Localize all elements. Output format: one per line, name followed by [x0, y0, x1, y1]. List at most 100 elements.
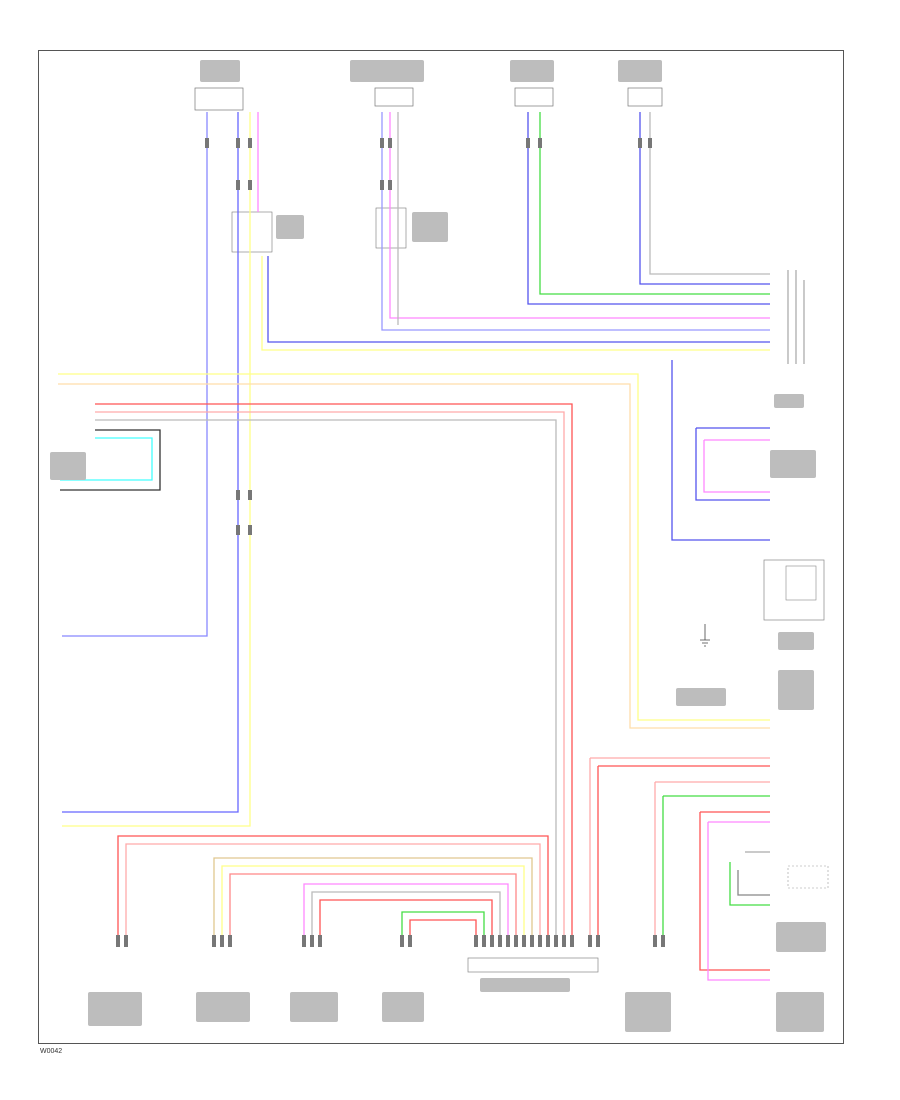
pin: [248, 490, 252, 500]
right-label-4: [778, 670, 814, 710]
pin: [661, 935, 665, 947]
ground-bars: [700, 639, 710, 647]
pin: [388, 180, 392, 190]
pin: [482, 935, 486, 947]
pin: [596, 935, 600, 947]
pin: [498, 935, 502, 947]
top-label-2: [350, 60, 424, 82]
pin: [522, 935, 526, 947]
pin: [124, 935, 128, 947]
wire-gray-small-2: [737, 870, 770, 896]
pin: [236, 138, 240, 148]
wire-red-bottom-bus-3: [319, 899, 493, 940]
wire-red-bottom-bus: [117, 835, 549, 940]
pin: [380, 180, 384, 190]
wire-tan-bottom-bus: [213, 857, 533, 940]
diagram-code: W0042: [40, 1048, 63, 1055]
wire-cyan-left-block: [60, 437, 153, 481]
junction-box-2: [375, 207, 407, 249]
pin: [302, 935, 306, 947]
pin: [588, 935, 592, 947]
wire-red-bottom-bus-2: [229, 873, 517, 940]
bottom-label-4: [382, 992, 424, 1022]
pin: [220, 935, 224, 947]
wire-blue-group4: [639, 112, 770, 285]
pin: [653, 935, 657, 947]
bottom-pin-markers: [116, 935, 665, 947]
pin: [248, 525, 252, 535]
illegible-label-blocks: [50, 60, 826, 1032]
pin: [380, 138, 384, 148]
wire-blue-left-bottom: [62, 112, 239, 813]
wire-yellow-long: [58, 373, 770, 721]
pin: [514, 935, 518, 947]
junction-label-1: [276, 215, 304, 239]
pin: [538, 138, 542, 148]
pin: [408, 935, 412, 947]
right-label-5: [676, 688, 726, 706]
wire-red-long: [95, 403, 573, 940]
pin: [236, 490, 240, 500]
pin: [205, 138, 209, 148]
wire-gray-bottom-bus: [311, 891, 501, 940]
pin: [400, 935, 404, 947]
pin-markers: [205, 138, 652, 535]
wire-pink-right-b: [703, 440, 770, 493]
pin: [506, 935, 510, 947]
wire-blue-right-b: [695, 428, 770, 501]
bottom-label-6: [625, 992, 671, 1032]
wire-black-left-block: [60, 429, 161, 491]
top-label-4: [618, 60, 662, 82]
wire-blue-right: [267, 256, 770, 343]
wires: [58, 112, 770, 981]
pin: [490, 935, 494, 947]
bottom-label-2: [196, 992, 250, 1022]
wire-yellow-bottom: [62, 112, 251, 827]
pin: [546, 935, 550, 947]
right-label-7: [776, 992, 824, 1032]
bottom-label-1: [88, 992, 142, 1026]
wire-blue-right-vertical: [671, 360, 770, 541]
module-box: [763, 559, 825, 621]
top-label-1: [200, 60, 240, 82]
pin: [116, 935, 120, 947]
right-label-3: [778, 632, 814, 650]
wire-blue-group3: [527, 112, 770, 305]
pin: [648, 138, 652, 148]
bottom-label-5: [480, 978, 570, 992]
junction-box-1: [231, 211, 273, 253]
module-inner: [785, 565, 817, 601]
bottom-connector-strip: [467, 957, 599, 973]
top-label-3: [510, 60, 554, 82]
pin: [526, 138, 530, 148]
top-connector-1: [194, 87, 244, 111]
wire-green-group3: [539, 112, 770, 295]
wire-gray-long: [95, 419, 557, 940]
pin: [212, 935, 216, 947]
junction-label-2: [412, 212, 448, 242]
wire-red-lower-far: [699, 812, 770, 971]
wire-green-small: [729, 862, 770, 906]
top-connector-4: [627, 87, 663, 107]
pin: [228, 935, 232, 947]
pin: [530, 935, 534, 947]
wire-pink-lower-far: [707, 822, 770, 981]
pin: [310, 935, 314, 947]
diagram-frame: [38, 50, 844, 1044]
pin: [248, 138, 252, 148]
ground-symbol: [700, 624, 710, 647]
wire-pink-bottom-bus: [303, 883, 509, 940]
pin: [236, 525, 240, 535]
top-connector-3: [514, 87, 554, 107]
wire-green-bottom-bus: [401, 911, 485, 940]
wire-yellow-right: [261, 256, 770, 351]
pin: [570, 935, 574, 947]
wire-lightred-long: [95, 411, 565, 940]
top-connector-2: [374, 87, 414, 107]
pin: [538, 935, 542, 947]
bottom-label-3: [290, 992, 338, 1022]
wire-gray-group4: [649, 112, 770, 275]
pin: [562, 935, 566, 947]
pin: [318, 935, 322, 947]
